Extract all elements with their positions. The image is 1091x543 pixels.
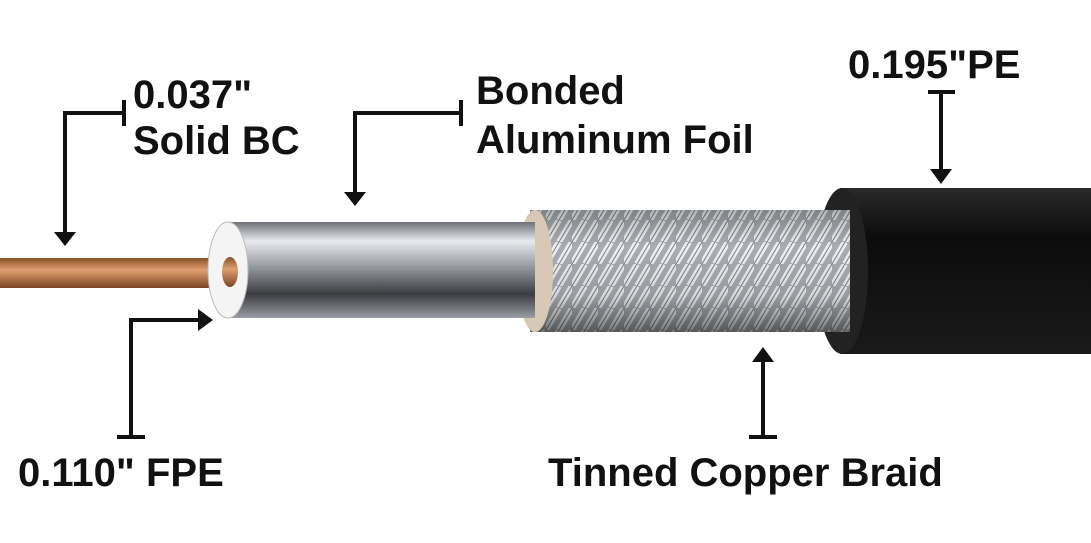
pointer-dielectric xyxy=(117,318,200,439)
arrow-head-icon xyxy=(344,192,366,206)
arrow-head-icon xyxy=(198,309,213,331)
copper-braid xyxy=(517,210,850,332)
conductor-type-label: Solid BC xyxy=(133,119,300,163)
pointer-foil xyxy=(353,100,463,195)
copper-conductor xyxy=(0,258,240,288)
pointer-jacket xyxy=(928,90,955,172)
foil-label-line1: Bonded xyxy=(476,69,625,113)
conductor-size-label: 0.037" xyxy=(133,73,253,117)
pointer-braid xyxy=(749,360,777,439)
pointer-conductor xyxy=(63,100,126,235)
jacket-label: 0.195"PE xyxy=(848,43,1021,87)
arrow-head-icon xyxy=(930,169,952,184)
arrow-head-icon xyxy=(752,347,774,362)
dielectric-label: 0.110" FPE xyxy=(18,451,224,495)
braid-label: Tinned Copper Braid xyxy=(548,451,943,495)
aluminum-foil xyxy=(230,222,535,318)
pe-jacket xyxy=(816,188,1091,354)
foil-label-line2: Aluminum Foil xyxy=(476,118,754,162)
arrow-head-icon xyxy=(54,232,76,246)
